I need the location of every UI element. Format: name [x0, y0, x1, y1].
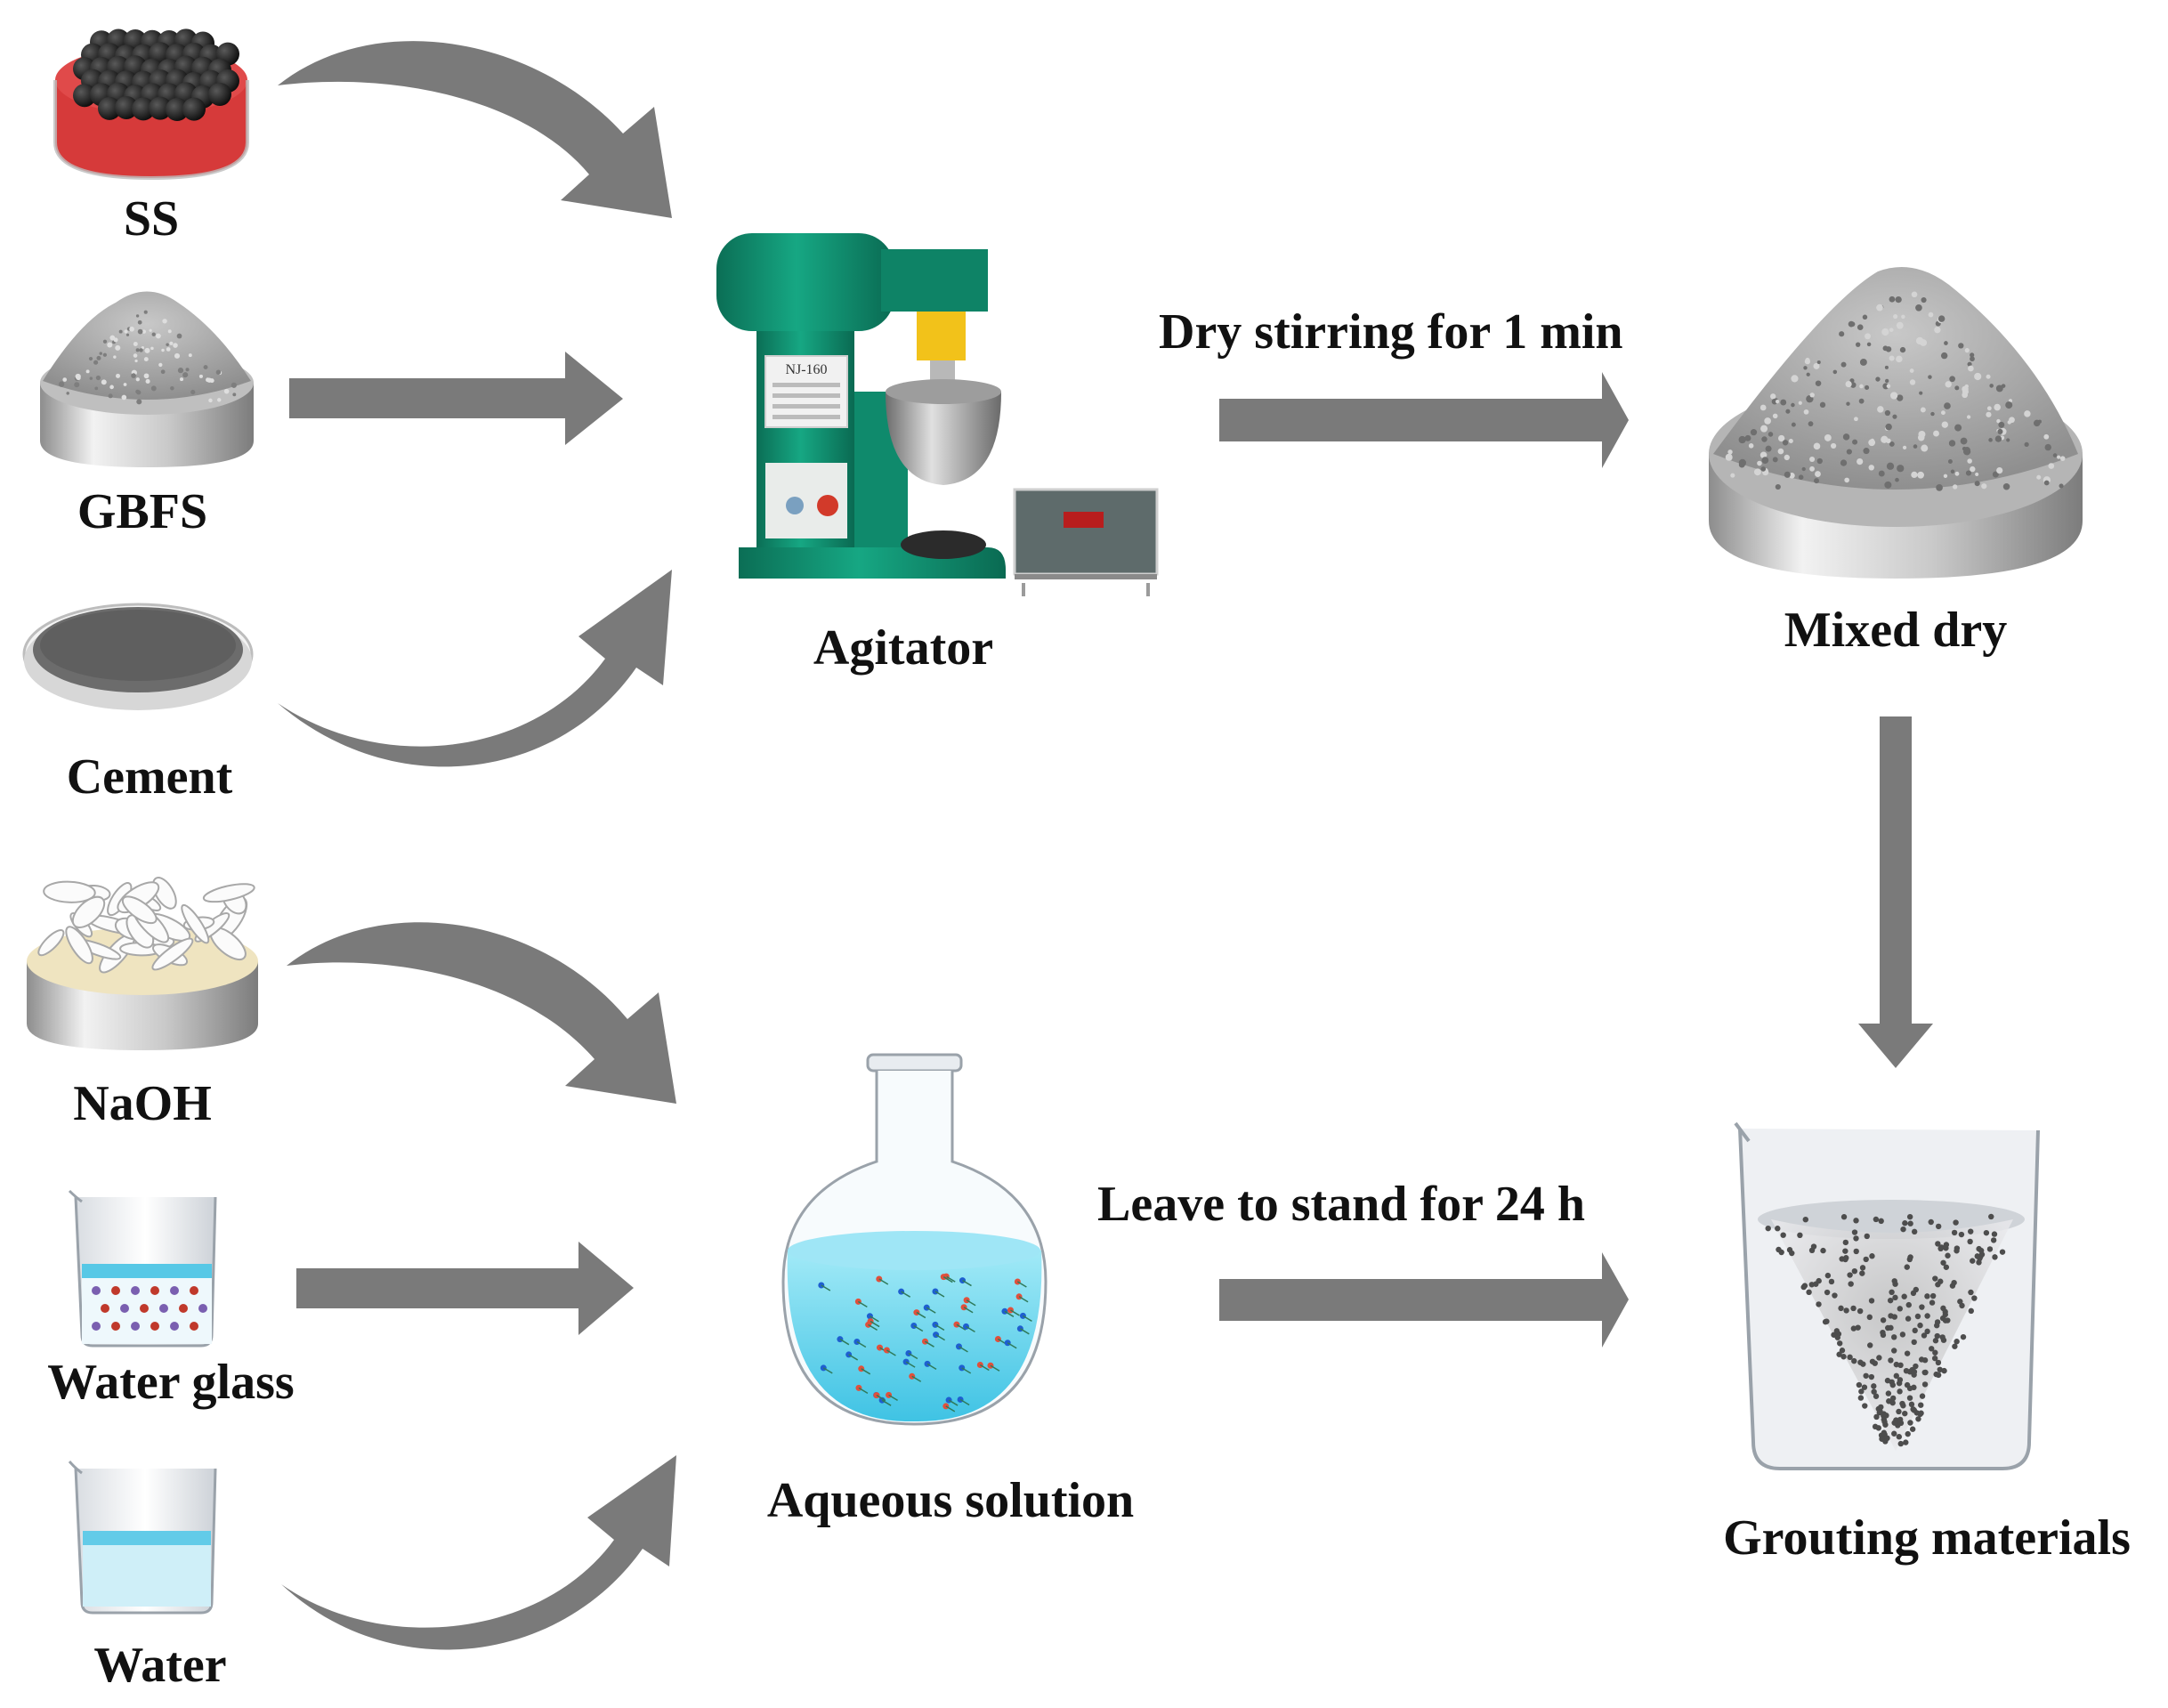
dry-stirring-label: Dry stirring for 1 min: [1159, 304, 1623, 360]
ss-dish-image: [53, 28, 249, 181]
water-glass-label: Water glass: [47, 1355, 295, 1410]
water-beaker-image: [68, 1461, 217, 1615]
cement-dish-image: [22, 603, 254, 710]
arrow-gbfs-to-agitator: [289, 352, 623, 445]
aqueous-solution-label: Aqueous solution: [766, 1473, 1135, 1528]
arrow-waterglass-to-solution: [296, 1242, 634, 1335]
water-glass-beaker-image: [68, 1189, 217, 1348]
arrow-dry-stirring: [1219, 372, 1629, 468]
cement-label: Cement: [66, 749, 233, 805]
grouting-beaker-image: [1734, 1121, 2040, 1470]
agitator-label: Agitator: [813, 620, 994, 676]
arrow-cement-to-agitator: [278, 570, 672, 767]
ss-label: SS: [123, 191, 180, 247]
naoh-dish-image: [27, 877, 258, 1050]
mixed-dry-label: Mixed dry: [1784, 603, 2008, 658]
mixed-dry-dish-image: [1709, 267, 2083, 579]
naoh-label: NaOH: [73, 1076, 212, 1131]
agitator-model-label: NJ-160: [785, 362, 827, 377]
arrow-leave-to-stand: [1219, 1252, 1629, 1348]
gbfs-label: GBFS: [77, 484, 208, 539]
round-flask-image: [781, 1053, 1048, 1426]
water-label: Water: [93, 1638, 227, 1693]
gbfs-dish-image: [40, 291, 254, 467]
arrow-naoh-to-solution: [287, 922, 676, 1104]
grouting-materials-label: Grouting materials: [1723, 1510, 2131, 1566]
arrow-water-to-solution: [281, 1455, 676, 1650]
arrow-ss-to-agitator: [278, 41, 672, 218]
agitator-image: NJ-160: [716, 233, 1159, 596]
leave-to-stand-label: Leave to stand for 24 h: [1097, 1177, 1586, 1232]
arrow-mixed-to-grouting: [1858, 716, 1933, 1068]
